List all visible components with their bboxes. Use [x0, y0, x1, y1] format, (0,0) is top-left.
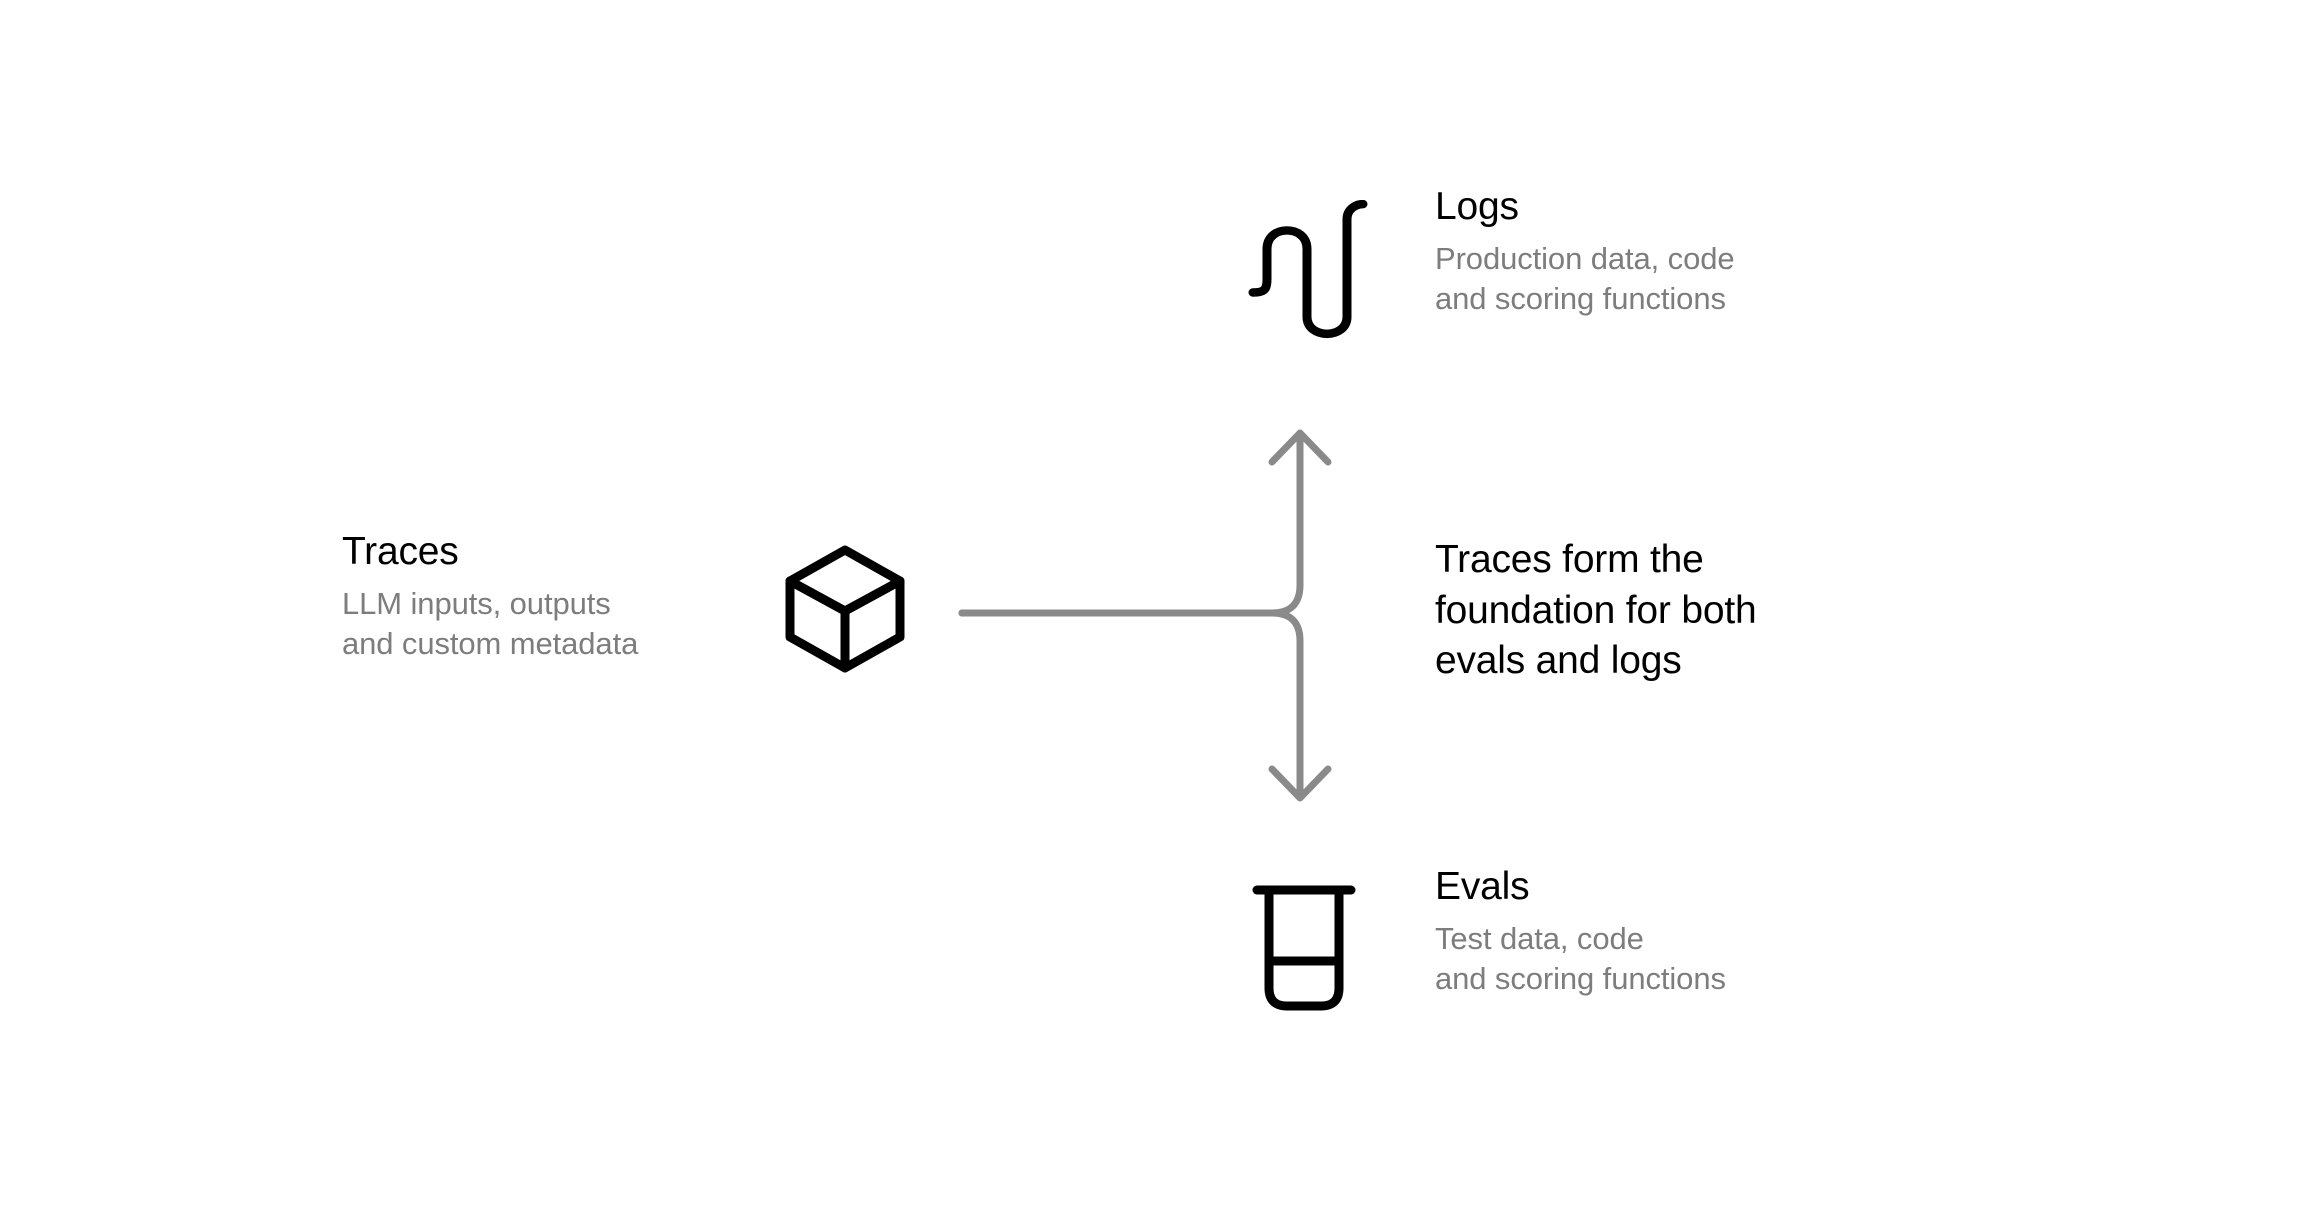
evals-subtitle: Test data, code and scoring functions: [1435, 908, 1726, 998]
statement-line-2: foundation for both: [1435, 588, 1757, 632]
traces-title: Traces: [342, 530, 459, 573]
evals-block: Evals Test data, code and scoring functi…: [1435, 865, 1726, 998]
traces-subtitle-line-1: LLM inputs, outputs: [342, 586, 611, 622]
waveform-icon: [1248, 200, 1368, 339]
logs-title: Logs: [1435, 185, 1519, 228]
statement-text: Traces form the foundation for both eval…: [1435, 535, 1757, 687]
logs-subtitle-line-2: and scoring functions: [1435, 280, 1726, 316]
evals-subtitle-line-1: Test data, code: [1435, 921, 1644, 957]
statement-line-3: evals and logs: [1435, 639, 1682, 683]
evals-title: Evals: [1435, 865, 1530, 908]
traces-subtitle: LLM inputs, outputs and custom metadata: [342, 573, 638, 663]
traces-subtitle-line-2: and custom metadata: [342, 625, 639, 661]
traces-block: Traces LLM inputs, outputs and custom me…: [342, 530, 638, 663]
logs-subtitle: Production data, code and scoring functi…: [1435, 228, 1735, 318]
statement-line-1: Traces form the: [1435, 538, 1704, 581]
logs-subtitle-line-1: Production data, code: [1435, 241, 1735, 277]
cube-icon: [785, 545, 905, 673]
beaker-icon: [1252, 885, 1356, 1011]
logs-block: Logs Production data, code and scoring f…: [1435, 185, 1735, 318]
evals-subtitle-line-2: and scoring functions: [1435, 960, 1726, 996]
